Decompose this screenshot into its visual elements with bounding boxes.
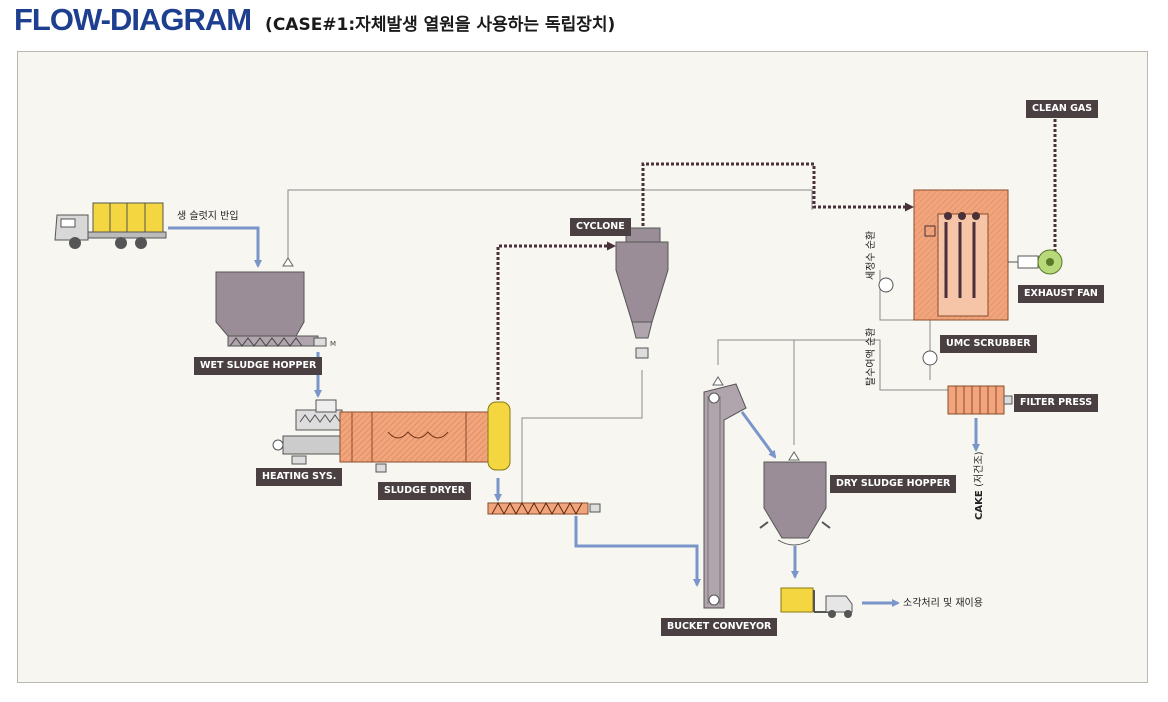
truck-icon [54, 202, 167, 249]
note-sludge-inflow: 생 슬럿지 반입 [177, 211, 239, 222]
screw-conveyor [487, 501, 601, 516]
cake-label: CAKE [974, 490, 985, 520]
bucket-conveyor [703, 376, 747, 609]
note-dewater-water: 탈수여액 순환 [866, 327, 877, 386]
sludge-dryer [339, 401, 511, 473]
cake-sub-label: (저건조) [974, 451, 985, 487]
label-heating-sys: HEATING SYS. [256, 468, 343, 486]
forklift-icon [780, 587, 853, 618]
note-wash-water: 세정수 순환 [866, 230, 877, 280]
page-title: FLOW-DIAGRAM [14, 2, 252, 37]
gas-lines [496, 108, 1060, 400]
note-incinerate-reuse: 소각처리 및 재이용 [903, 598, 983, 609]
wet-sludge-hopper: M [215, 257, 336, 348]
label-clean-gas: CLEAN GAS [1026, 100, 1099, 118]
umc-scrubber [878, 189, 1009, 366]
label-cyclone: CYCLONE [570, 218, 631, 236]
label-exhaust-fan: EXHAUST FAN [1018, 285, 1104, 303]
label-dry-sludge-hopper: DRY SLUDGE HOPPER [830, 475, 957, 493]
label-wet-sludge-hopper: WET SLUDGE HOPPER [194, 357, 323, 375]
header: FLOW-DIAGRAM (CASE#1:자체발생 열원을 사용하는 독립장치) [14, 2, 615, 46]
label-umc-scrubber: UMC SCRUBBER [940, 335, 1037, 353]
page-subtitle: (CASE#1:자체발생 열원을 사용하는 독립장치) [265, 15, 616, 35]
heating-system [272, 399, 343, 465]
note-cake: CAKE (저건조) [970, 451, 985, 520]
dry-sludge-hopper [759, 451, 831, 546]
label-bucket-conveyor: BUCKET CONVEYOR [661, 618, 778, 636]
cyclone [615, 227, 669, 359]
exhaust-fan [1008, 249, 1063, 275]
label-filter-press: FILTER PRESS [1014, 394, 1099, 412]
svg-text:M: M [330, 340, 336, 348]
label-sludge-dryer: SLUDGE DRYER [378, 482, 472, 500]
process-lines [287, 189, 948, 505]
filter-press [947, 385, 1013, 415]
